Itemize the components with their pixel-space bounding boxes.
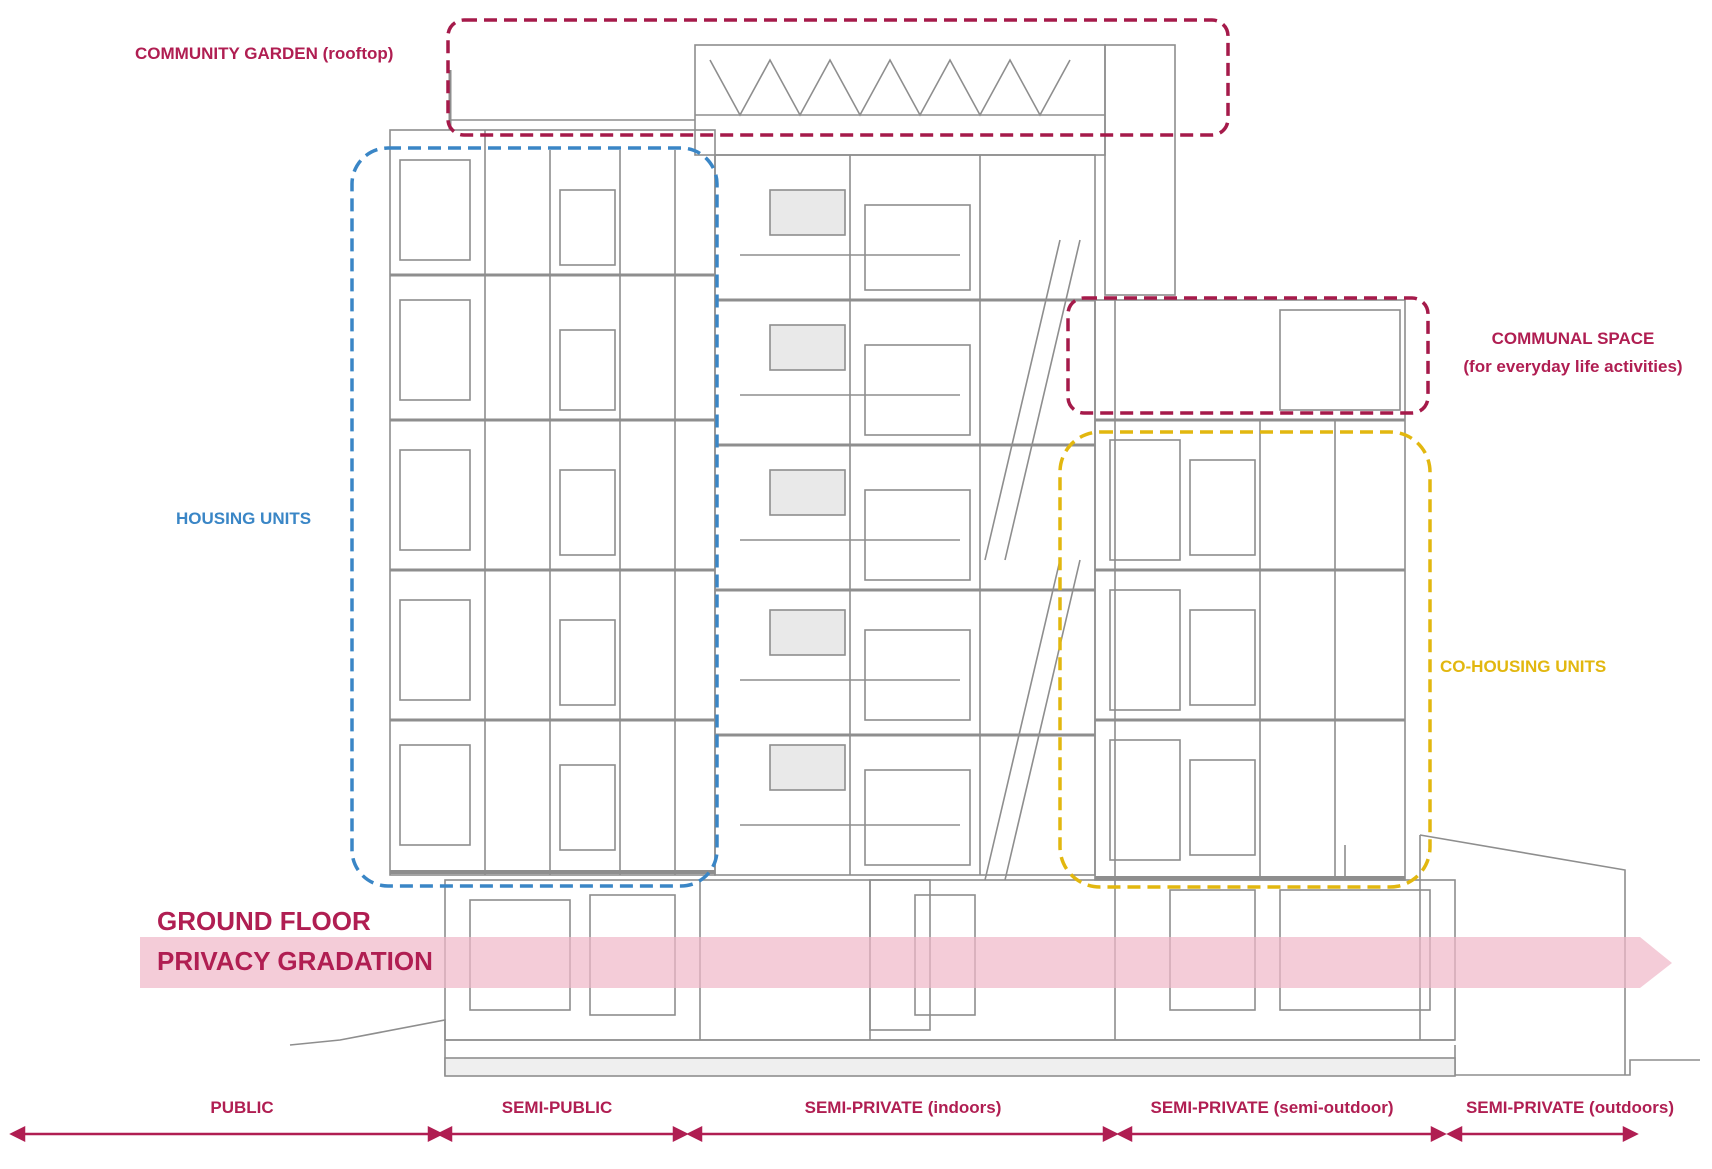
zone-arrow-semi-private-indoors [686,1125,1119,1143]
co-housing-units-highlight [1058,430,1432,889]
zone-label-semi-private-indoors: SEMI-PRIVATE (indoors) [804,1098,1002,1117]
co-housing-units-label: CO-HOUSING UNITS [1440,657,1607,676]
privacy-gradation-arrow-band [140,937,1672,988]
communal-space-label-line2: (for everyday life activities) [1463,357,1683,376]
zone-label-semi-private-semi-outdoor: SEMI-PRIVATE (semi-outdoor) [1150,1098,1394,1117]
housing-units-label: HOUSING UNITS [176,509,312,528]
communal-space-label-line1: COMMUNAL SPACE [1491,329,1655,348]
privacy-gradation-label: PRIVACY GRADATION [157,946,433,976]
communal-space-highlight [1066,296,1430,415]
community-garden-label: COMMUNITY GARDEN (rooftop) [135,44,394,63]
zone-label-public: PUBLIC [210,1098,274,1117]
zone-label-semi-public: SEMI-PUBLIC [501,1098,613,1117]
zone-arrows [9,1125,1639,1143]
ground-floor-label: GROUND FLOOR [157,906,371,936]
zone-label-semi-private-outdoors: SEMI-PRIVATE (outdoors) [1465,1098,1675,1117]
community-garden-highlight [446,18,1230,137]
zone-arrow-semi-private-semi-outdoor [1116,1125,1447,1143]
zone-arrow-semi-public [436,1125,689,1143]
zone-arrow-semi-private-outdoors [1446,1125,1639,1143]
building-structure [289,44,1700,1077]
zone-arrow-public [9,1125,444,1143]
housing-units-highlight [350,146,719,888]
